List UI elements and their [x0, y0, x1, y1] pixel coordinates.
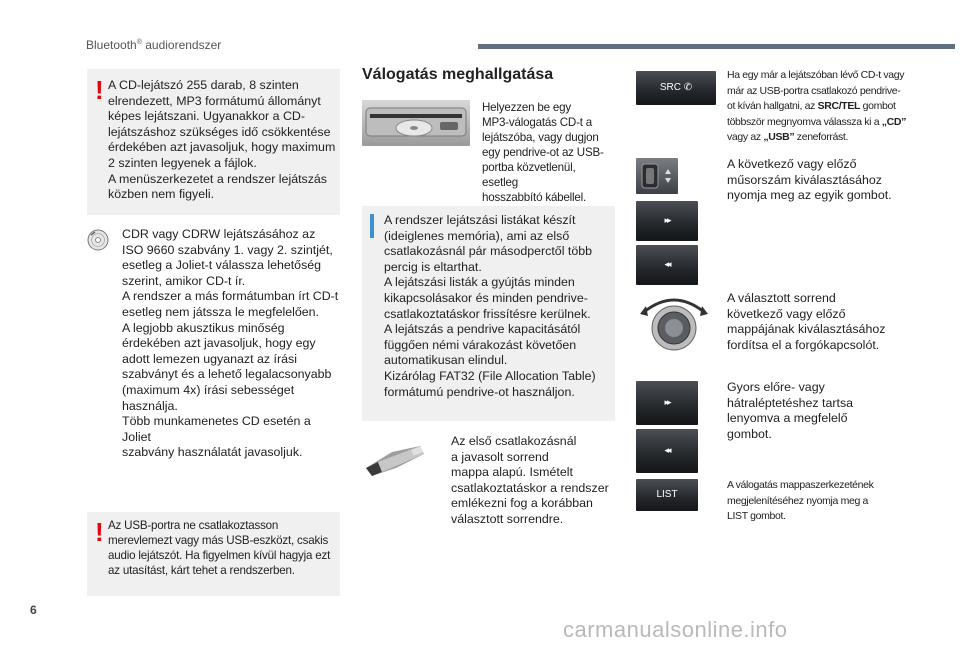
usb-stick-icon [362, 442, 430, 478]
next-track-button-image: ▸▸ [636, 201, 698, 241]
list-button-label: LIST [656, 489, 678, 500]
next-icon: ▸▸ [664, 215, 671, 225]
rewind-icon: ◂◂ [664, 445, 671, 455]
warning-text-2: Az USB-portra ne csatlakoztasson merevle… [108, 519, 331, 577]
ff-note-text: Gyors előre- vagy hátraléptetéshez tarts… [727, 380, 854, 441]
list-note-text: A válogatás mappaszerkezetének megjelení… [727, 479, 874, 522]
info-box [362, 206, 615, 421]
src-button-image: SRC ✆ [636, 71, 716, 105]
rotary-knob-image [636, 292, 712, 354]
prev-icon: ◂◂ [664, 259, 671, 269]
info-icon [370, 214, 374, 238]
warning-box-1 [87, 69, 340, 215]
cdr-note-text: CDR vagy CDRW lejátszásához az ISO 9660 … [122, 227, 339, 460]
warning-text-1: A CD-lejátszó 255 darab, 8 szinten elren… [108, 78, 336, 202]
intro-text: Helyezzen be egy MP3-válogatás CD-t a le… [482, 101, 604, 204]
cd-icon [87, 229, 109, 251]
section-title: Válogatás meghallgatása [362, 66, 554, 83]
src-button-label: SRC [659, 82, 681, 93]
warning-icon: ! [95, 75, 104, 105]
watermark: carmanualsonline.info [563, 617, 788, 642]
fast-forward-icon: ▸▸ [664, 397, 671, 407]
list-button-image: LIST [636, 479, 698, 511]
track-note-text: A következő vagy előző műsorszám kiválas… [727, 157, 892, 203]
src-note-text: Ha egy már a lejátszóban lévő CD-t vagy … [727, 69, 907, 143]
header-title: Bluetooth® audiorendszer [86, 38, 222, 52]
prev-track-button-image: ◂◂ [636, 245, 698, 285]
fast-forward-button-image: ▸▸ [636, 381, 698, 425]
steering-control-image [636, 158, 678, 194]
phone-icon: ✆ [683, 82, 693, 93]
warning-box-2 [87, 512, 340, 596]
rewind-button-image: ◂◂ [636, 429, 698, 473]
usb-note-text: Az első csatlakozásnál a javasolt sorren… [451, 434, 609, 526]
warning-icon: ! [95, 517, 104, 547]
header-bar [478, 44, 955, 49]
cd-player-image [362, 100, 470, 146]
page-number: 6 [30, 603, 37, 617]
info-box-text: A rendszer lejátszási listákat készít (i… [384, 213, 596, 399]
knob-note-text: A választott sorrend következő vagy előz… [727, 291, 886, 352]
